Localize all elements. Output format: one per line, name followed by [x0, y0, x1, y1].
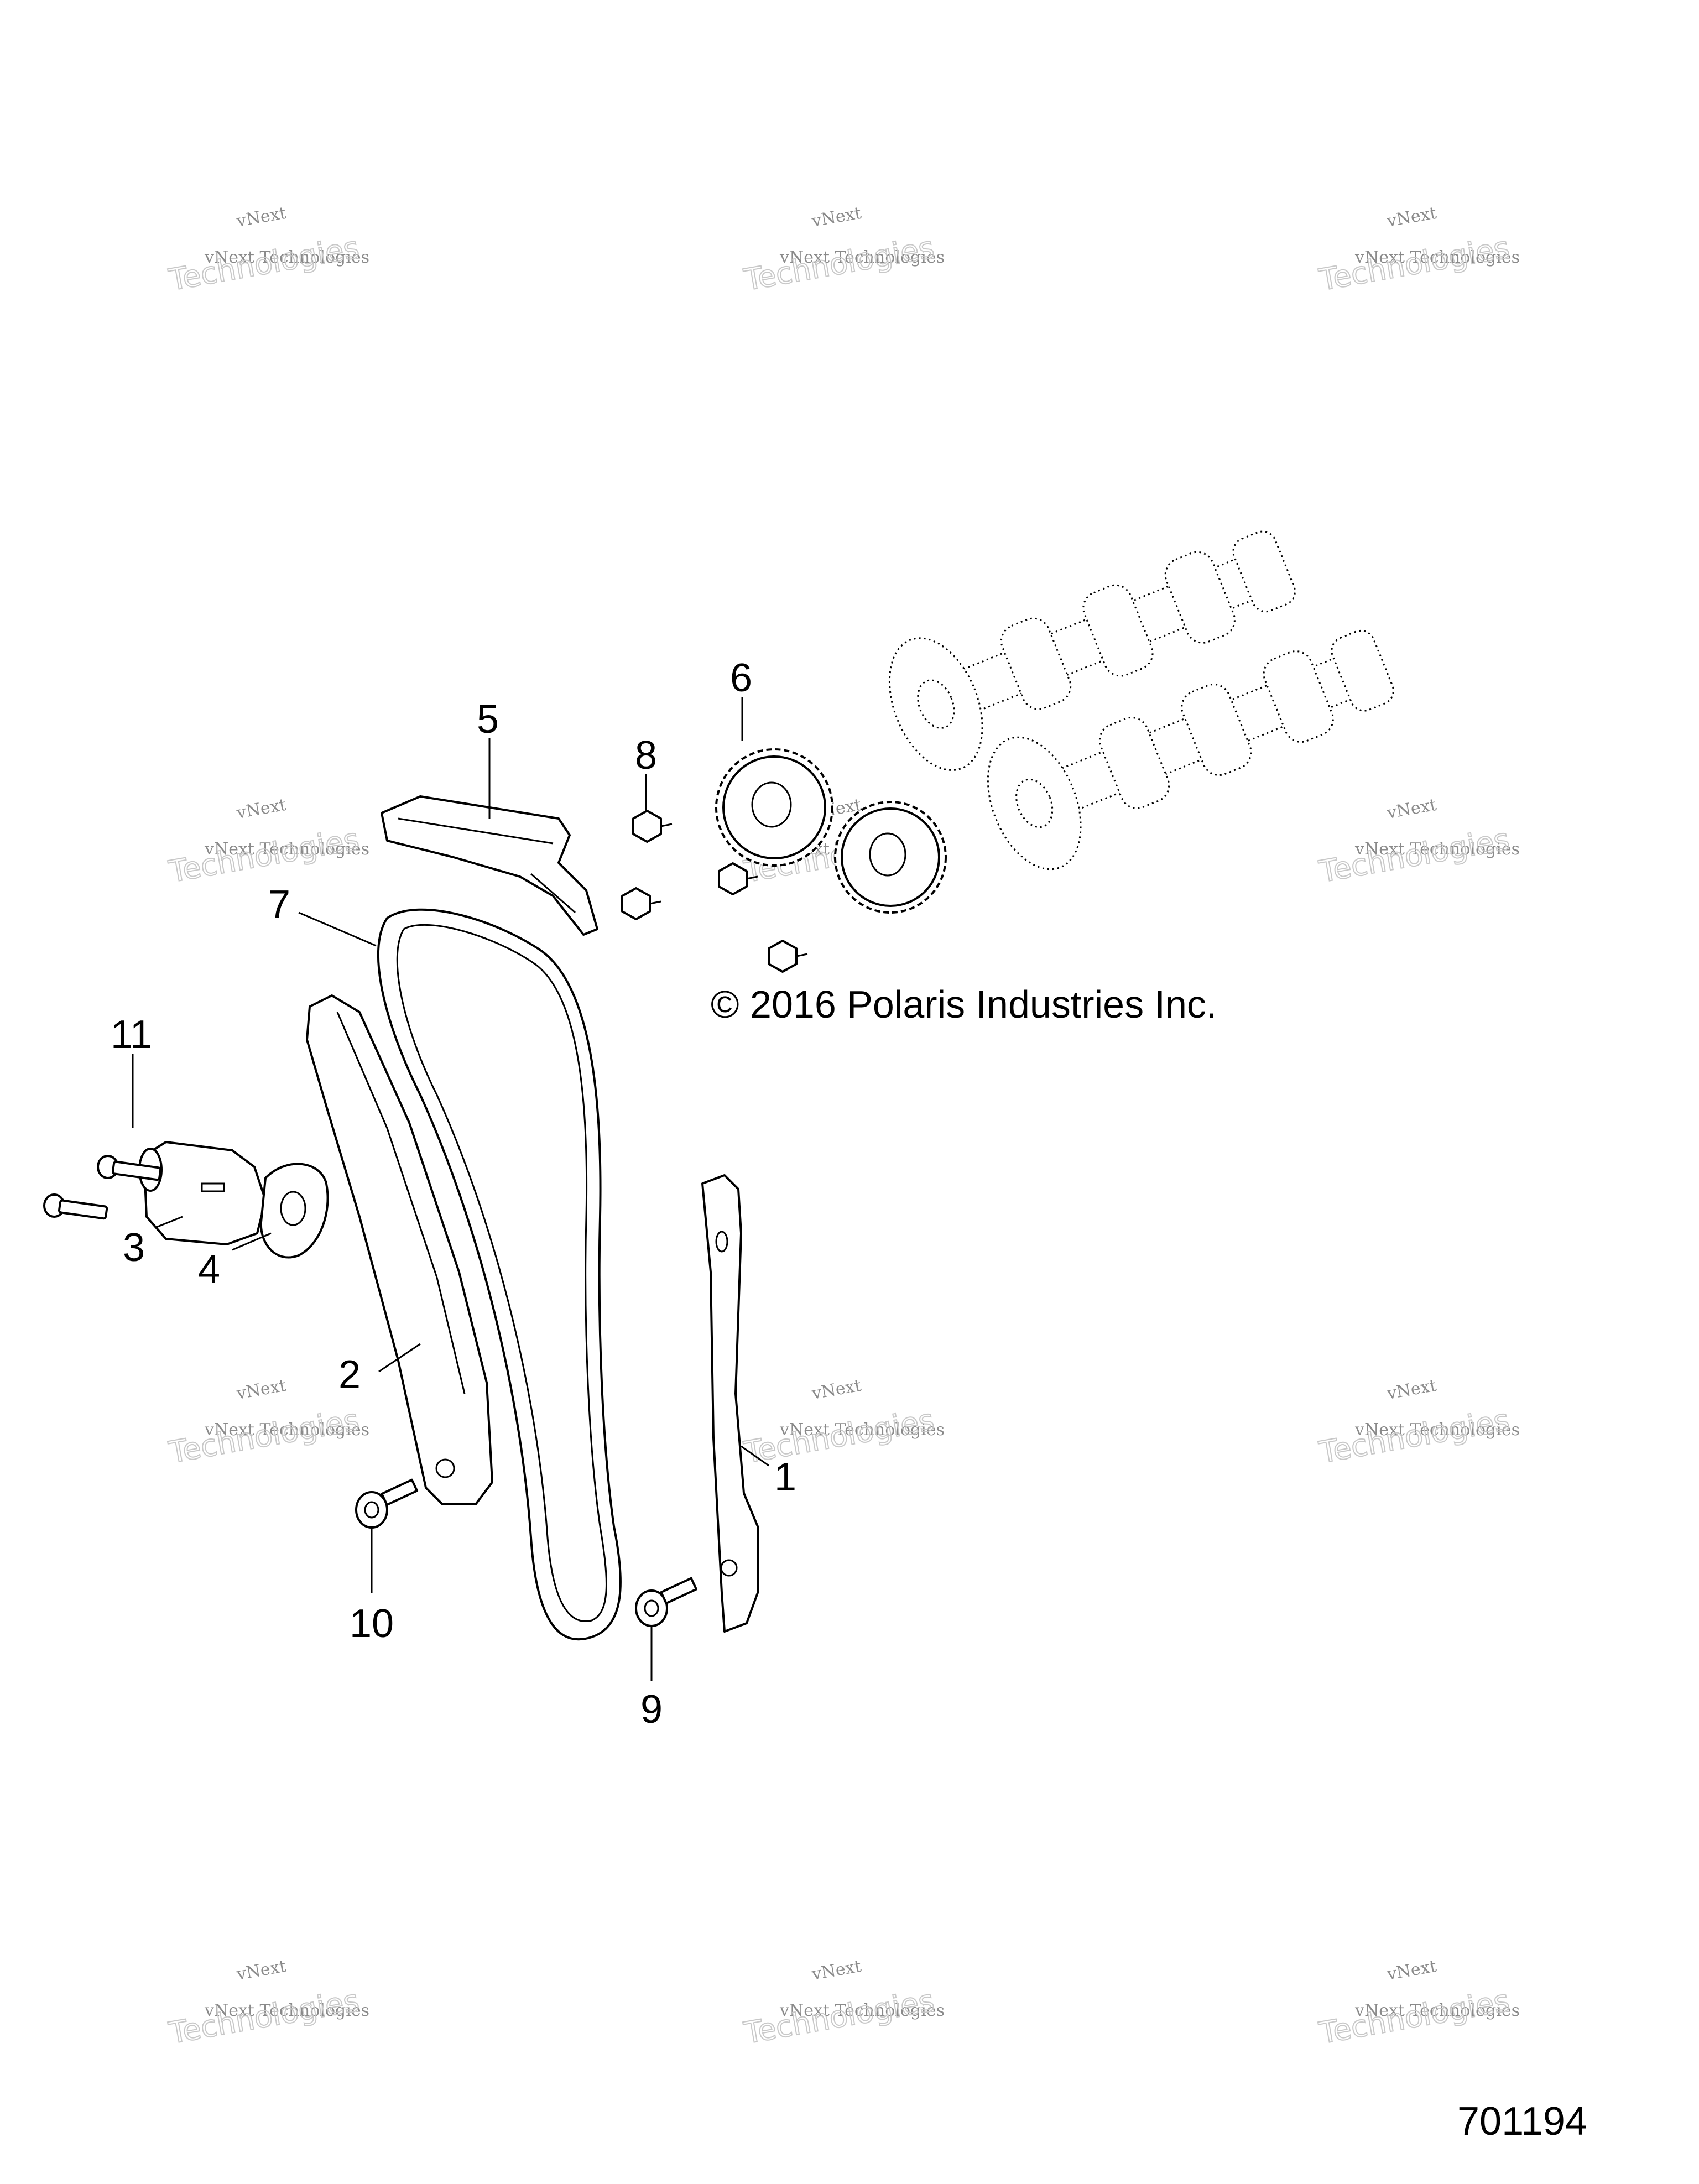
tensioner-bolt — [97, 1155, 162, 1181]
sprocket-bolt — [632, 810, 673, 843]
watermark-line-3: Technologies — [741, 1983, 937, 2051]
watermark-line-1: vNext — [234, 204, 288, 231]
tensioner-guide — [306, 994, 493, 1505]
watermark-line-2: vNext Technologies — [779, 248, 945, 267]
watermark-line-2: vNext Technologies — [1354, 2001, 1520, 2020]
callout-5: 5 — [477, 697, 499, 742]
watermark-line-2: vNext Technologies — [1354, 840, 1520, 859]
watermark-line-3: Technologies — [166, 1403, 362, 1470]
callout-7: 7 — [268, 883, 290, 927]
upper-chain-guide — [381, 795, 598, 936]
cam-chain-tensioner — [138, 1141, 267, 1245]
watermark-line-2: vNext Technologies — [779, 1420, 945, 1440]
watermark-line-1: vNext — [810, 1957, 863, 1984]
watermark-line-1: vNext — [1385, 1376, 1438, 1404]
callout-2: 2 — [338, 1353, 361, 1397]
fixed-chain-guide — [701, 1174, 759, 1633]
guide-pivot-bolt — [635, 1577, 698, 1627]
callout-1: 1 — [774, 1455, 796, 1499]
cam-sprocket-rear — [715, 748, 833, 867]
watermark-line-2: vNext Technologies — [1354, 1420, 1520, 1440]
watermark-line-3: Technologies — [1316, 1983, 1512, 2051]
watermark-line-3: Technologies — [166, 230, 362, 298]
callout-labels: 1 2 3 4 5 6 7 8 9 10 11 — [111, 656, 796, 1732]
tensioner-bolt — [43, 1193, 108, 1220]
watermark-line-3: Technologies — [741, 230, 937, 298]
watermark-line-3: Technologies — [166, 1983, 362, 2051]
copyright-notice: © 2016 Polaris Industries Inc. — [711, 983, 1217, 1026]
watermark-line-1: vNext — [1385, 204, 1438, 231]
watermark-line-1: vNext — [810, 1376, 863, 1404]
tensioner-gasket — [259, 1163, 329, 1259]
watermark-line-1: vNext — [234, 1376, 288, 1404]
callout-9: 9 — [640, 1687, 663, 1732]
sprocket-bolt — [768, 940, 808, 973]
timing-chain — [377, 908, 622, 1641]
watermark-line-1: vNext — [1385, 795, 1438, 823]
sprocket-bolt — [718, 862, 758, 895]
callout-6: 6 — [730, 656, 752, 700]
watermark-line-2: vNext Technologies — [1354, 248, 1520, 267]
watermark-line-3: Technologies — [741, 1403, 937, 1470]
watermark-line-1: vNext — [810, 204, 863, 231]
watermark-line-2: vNext Technologies — [204, 248, 369, 267]
watermark-line-3: Technologies — [166, 822, 362, 889]
watermark-line-1: vNext — [234, 795, 288, 823]
cam-sprocket-front — [834, 801, 947, 914]
callout-11: 11 — [111, 1013, 152, 1057]
guide-pivot-bolt — [355, 1478, 419, 1529]
document-number: 701194 — [1457, 2099, 1587, 2144]
leader-lines — [132, 697, 769, 1681]
watermark-line-2: vNext Technologies — [204, 840, 369, 859]
watermark-line-2: vNext Technologies — [204, 2001, 369, 2020]
camshaft-assembly — [888, 530, 1394, 871]
sprocket-bolt — [621, 887, 661, 920]
watermark-line-3: Technologies — [1316, 822, 1512, 889]
callout-8: 8 — [635, 733, 657, 778]
watermark-line-2: vNext Technologies — [779, 2001, 945, 2020]
watermark-line-3: Technologies — [1316, 1403, 1512, 1470]
watermark-line-1: vNext — [1385, 1957, 1438, 1984]
watermark-line-3: Technologies — [1316, 230, 1512, 298]
callout-10: 10 — [350, 1602, 394, 1646]
callout-4: 4 — [198, 1248, 220, 1292]
watermark-line-1: vNext — [234, 1957, 288, 1984]
watermark-line-2: vNext Technologies — [204, 1420, 369, 1440]
callout-3: 3 — [123, 1226, 145, 1270]
